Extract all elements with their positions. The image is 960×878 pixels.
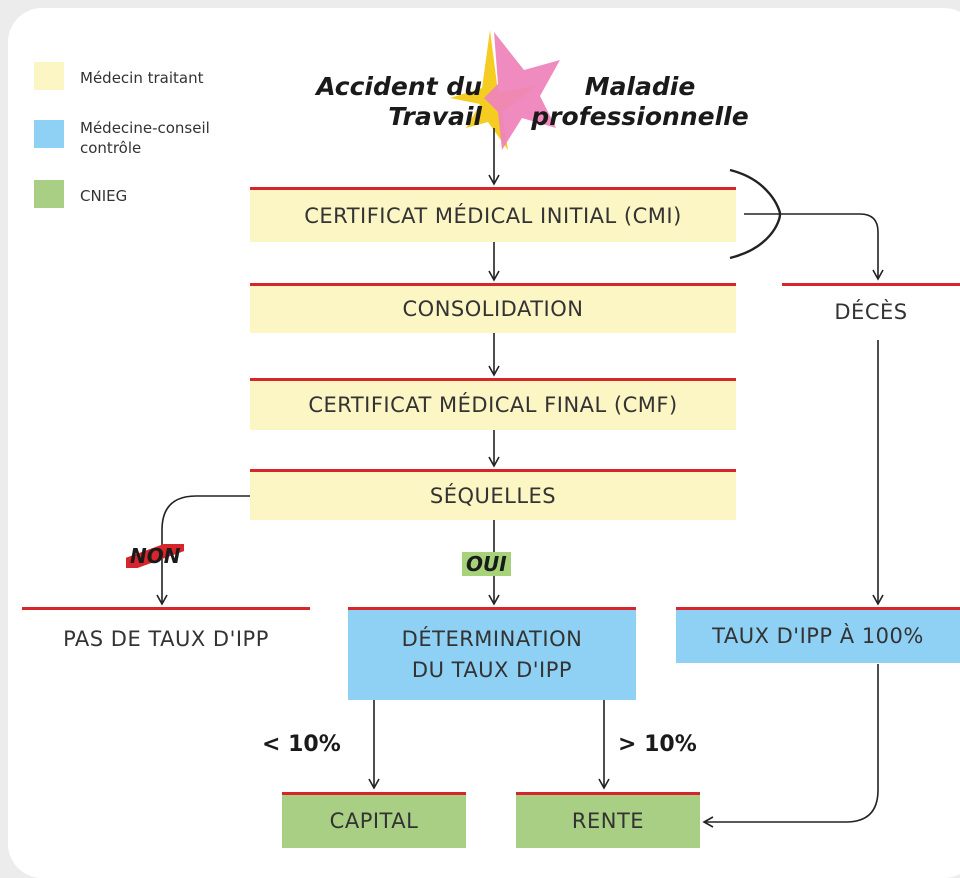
node-cmf: CERTIFICAT MÉDICAL FINAL (CMF) <box>250 378 736 430</box>
node-taux-100: TAUX D'IPP À 100% <box>676 607 960 663</box>
branch-label-non: NON <box>126 544 185 568</box>
legend-swatch-medecin-traitant <box>34 62 64 90</box>
node-deces: DÉCÈS <box>782 283 960 339</box>
node-sequelles: SÉQUELLES <box>250 469 736 520</box>
branch-label-less-10: < 10% <box>262 732 341 757</box>
legend-label-cnieg: CNIEG <box>80 187 128 205</box>
legend-label-medecin-traitant: Médecin traitant <box>80 69 204 87</box>
node-rente: RENTE <box>516 792 700 848</box>
node-pas-de-taux: PAS DE TAUX D'IPP <box>22 607 310 669</box>
node-determination: DÉTERMINATION DU TAUX D'IPP <box>348 607 636 700</box>
branch-label-more-10: > 10% <box>618 732 697 757</box>
node-consolidation: CONSOLIDATION <box>250 283 736 333</box>
branch-label-oui: OUI <box>462 552 511 576</box>
legend-swatch-medecine-conseil <box>34 120 64 148</box>
connectors <box>156 30 884 828</box>
legend-swatch-cnieg <box>34 180 64 208</box>
node-capital: CAPITAL <box>282 792 466 848</box>
title-accident-travail: Accident du Travail <box>316 72 482 131</box>
node-cmi: CERTIFICAT MÉDICAL INITIAL (CMI) <box>250 187 736 242</box>
legend-label-medecine-conseil: Médecine-conseil contrôle <box>80 119 210 157</box>
flowchart: Médecin traitant Médecine-conseil contrô… <box>22 30 960 848</box>
pink-star-shape <box>484 32 560 150</box>
title-maladie-professionnelle: Maladie professionnelle <box>531 72 749 131</box>
diagram-card <box>8 8 960 878</box>
